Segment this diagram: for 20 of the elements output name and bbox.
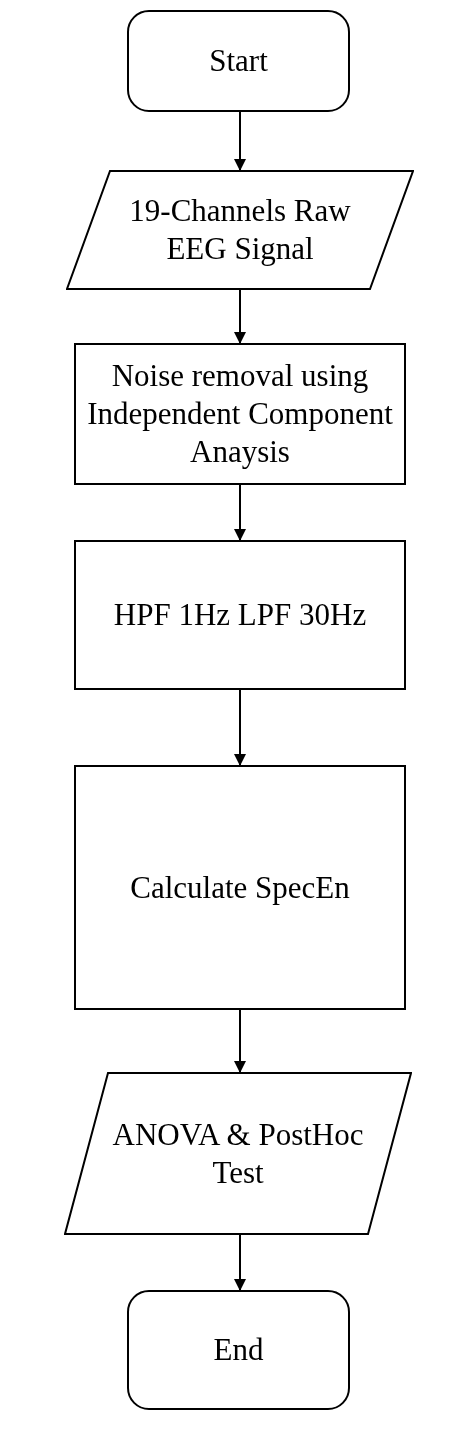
arrow xyxy=(234,289,246,344)
node-label: HPF 1Hz LPF 30Hz xyxy=(112,596,368,634)
terminal-box xyxy=(127,1290,350,1410)
process-box xyxy=(74,540,406,690)
node-label: Start xyxy=(208,42,269,80)
input-parallelogram xyxy=(66,170,414,290)
arrow xyxy=(234,111,246,171)
output-parallelogram xyxy=(64,1072,412,1235)
node-label: Noise removal using Independent Component Anaysis xyxy=(86,357,394,471)
node-label: ANOVA & PostHoc Test xyxy=(111,1115,365,1192)
node-label: End xyxy=(212,1331,265,1369)
node-label: Calculate SpecEn xyxy=(129,868,351,907)
process-box xyxy=(74,343,406,485)
node-label: 19-Channels Raw EEG Signal xyxy=(128,192,352,268)
process-box xyxy=(74,765,406,1010)
arrow xyxy=(234,689,246,766)
terminal-box xyxy=(127,10,350,112)
arrow xyxy=(234,1009,246,1073)
arrow xyxy=(234,1234,246,1291)
arrow xyxy=(234,484,246,541)
